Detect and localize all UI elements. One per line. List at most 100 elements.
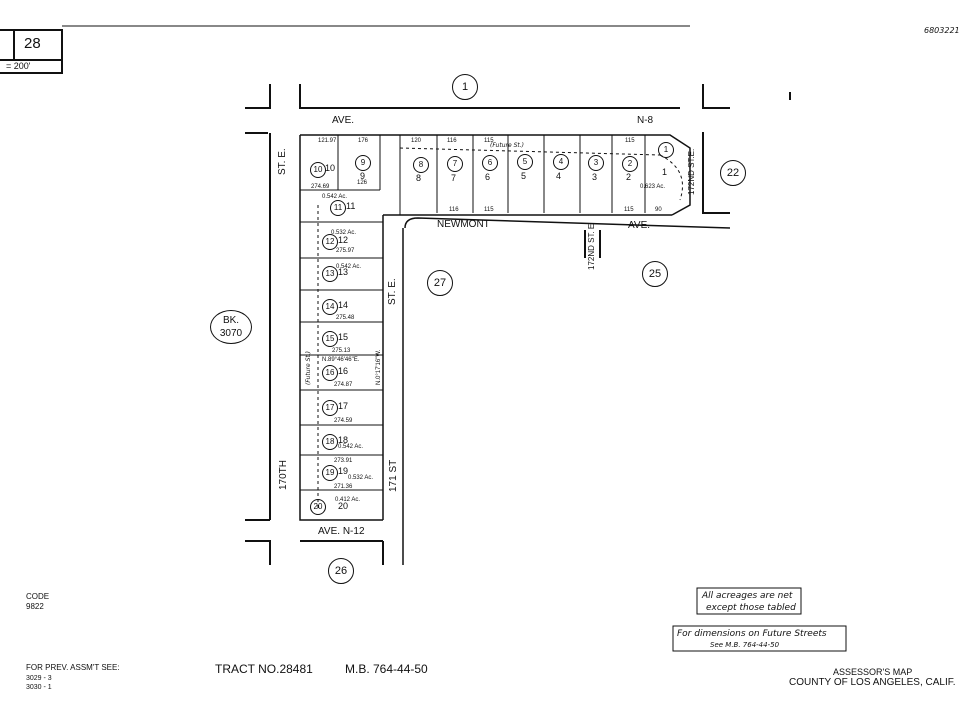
street-newmont: NEWMONT bbox=[437, 219, 490, 230]
street-171-st: 171 ST bbox=[388, 459, 399, 492]
book-ref-line2: 3070 bbox=[219, 328, 243, 339]
page-ref-26[interactable]: 26 bbox=[328, 558, 354, 584]
parcel-circle: 19 bbox=[322, 465, 338, 481]
scale-label: = 200' bbox=[6, 61, 31, 71]
page-ref-27[interactable]: 27 bbox=[427, 270, 453, 296]
dim-bottom-width: 90 bbox=[655, 207, 662, 213]
parcel-circle: 3 bbox=[588, 155, 604, 171]
street-170th: 170TH bbox=[278, 459, 289, 490]
page-ref-label: 25 bbox=[648, 267, 662, 280]
dim-bottom-width: 116 bbox=[449, 207, 459, 213]
parcel-number: 6 bbox=[485, 172, 491, 182]
dim-depth: 273.91 bbox=[334, 458, 353, 464]
page-ref-1[interactable]: 1 bbox=[452, 74, 478, 100]
county-title: COUNTY OF LOS ANGELES, CALIF. bbox=[789, 677, 956, 688]
dim-depth: 274.87 bbox=[334, 382, 353, 388]
page-ref-22[interactable]: 22 bbox=[720, 160, 746, 186]
assessor-map-title: ASSESSOR'S MAP bbox=[833, 667, 913, 677]
parcel-circle: 10 bbox=[310, 162, 326, 178]
page-ref-label: 22 bbox=[726, 166, 740, 179]
page-ref-label: 27 bbox=[433, 276, 447, 289]
parcel-circle: 8 bbox=[413, 157, 429, 173]
dim-misc: 121.97 bbox=[318, 138, 337, 144]
acreage: 0.532 Ac. bbox=[348, 475, 374, 481]
acreage: 0.542 Ac. bbox=[338, 444, 364, 450]
acreage: 0.412 Ac. bbox=[335, 497, 361, 503]
parcel-number: 14 bbox=[338, 300, 349, 310]
parcel-circle: 18 bbox=[322, 434, 338, 450]
mb-reference: M.B. 764-44-50 bbox=[345, 662, 428, 676]
future-street-top: (Future St.) bbox=[490, 142, 524, 149]
parcel-number: 3 bbox=[592, 172, 598, 182]
future-street-left: (Future St.) bbox=[305, 351, 312, 385]
parcel-circle: 9 bbox=[355, 155, 371, 171]
parcel-number: 17 bbox=[338, 401, 349, 411]
code-value: 9822 bbox=[26, 602, 44, 611]
future-note-line1: For dimensions on Future Streets bbox=[677, 629, 827, 639]
parcel-circle: 13 bbox=[322, 266, 338, 282]
acreage: 0.532 Ac. bbox=[331, 230, 357, 236]
parcel-number: 8 bbox=[416, 173, 422, 183]
parcel-number: 20 bbox=[338, 501, 349, 511]
parcel-number: 13 bbox=[338, 267, 349, 277]
page-ref-label: 1 bbox=[461, 80, 469, 93]
street-ave-n8: AVE. bbox=[332, 115, 355, 126]
street-st-e-top: ST. E. bbox=[277, 148, 288, 175]
dim-depth: 274.59 bbox=[334, 418, 353, 424]
dim-bottom-width: 115 bbox=[484, 207, 494, 213]
parcel-number: 18 bbox=[338, 435, 349, 445]
code-label: CODE bbox=[26, 592, 50, 601]
n-bearing-label: N.0°17'16"W. bbox=[376, 349, 382, 385]
dim-depth: 275.97 bbox=[336, 248, 355, 254]
street-172nd-top: 172ND ST.E. bbox=[687, 148, 696, 195]
street-st-e-mid: ST. E. bbox=[387, 278, 398, 305]
street-ave-n8-label: N-8 bbox=[637, 115, 654, 126]
prev-assmt-2: 3030 - 1 bbox=[26, 684, 52, 691]
dim-depth: 271.36 bbox=[334, 484, 353, 490]
parcel-circle: 17 bbox=[322, 400, 338, 416]
parcel-circle: 1 bbox=[658, 142, 674, 158]
parcel-circle: 5 bbox=[517, 154, 533, 170]
book-ref-3070[interactable]: BK. 3070 bbox=[210, 310, 252, 344]
parcel-number: 10 bbox=[325, 163, 336, 173]
map-number: 6803221 bbox=[924, 26, 960, 35]
parcel-number: 19 bbox=[338, 466, 349, 476]
parcel-number: 2 bbox=[626, 172, 632, 182]
parcel-number: 15 bbox=[338, 332, 349, 342]
street-172nd-bottom: 172ND ST. E bbox=[587, 223, 596, 270]
acreage: 0.623 Ac. bbox=[640, 184, 666, 190]
parcel-circle: 20 bbox=[310, 499, 326, 515]
parcel-number: 7 bbox=[451, 173, 457, 183]
dim-depth: 275.13 bbox=[332, 348, 351, 354]
dim-bottom-width: 126 bbox=[357, 180, 368, 186]
acreage: 0.542 Ac. bbox=[336, 264, 362, 270]
dim-top-width: 176 bbox=[358, 138, 369, 144]
dim-top-width: 115 bbox=[484, 138, 494, 144]
map-book-number: 28 bbox=[24, 35, 41, 52]
acreage-note-line1: All acreages are net bbox=[702, 591, 793, 601]
dim-top-width: 116 bbox=[447, 138, 457, 144]
dim-depth: 275.48 bbox=[336, 315, 355, 321]
parcel-circle: 16 bbox=[322, 365, 338, 381]
parcel-number: 9 bbox=[360, 171, 366, 181]
parcel-number: 4 bbox=[556, 171, 562, 181]
page-ref-25[interactable]: 25 bbox=[642, 261, 668, 287]
dim-misc: 274.69 bbox=[311, 184, 330, 190]
parcel-circle: 11 bbox=[330, 200, 346, 216]
page-ref-label: 26 bbox=[334, 564, 348, 577]
prev-assmt-label: FOR PREV. ASSM'T SEE: bbox=[26, 663, 120, 672]
parcel-circle: 15 bbox=[322, 331, 338, 347]
parcel-number: 12 bbox=[338, 235, 349, 245]
acreage: 0.542 Ac. bbox=[322, 194, 348, 200]
parcel-number: 5 bbox=[521, 171, 527, 181]
tract-number: TRACT NO.28481 bbox=[215, 662, 313, 676]
parcel-circle: 12 bbox=[322, 234, 338, 250]
dim-top-width: 115 bbox=[625, 138, 635, 144]
parcel-circle: 6 bbox=[482, 155, 498, 171]
book-ref-line1: BK. bbox=[222, 315, 240, 326]
parcel-circle: 2 bbox=[622, 156, 638, 172]
parcel-circle: 14 bbox=[322, 299, 338, 315]
prev-assmt-1: 3029 - 3 bbox=[26, 675, 52, 682]
parcel-circle: 7 bbox=[447, 156, 463, 172]
